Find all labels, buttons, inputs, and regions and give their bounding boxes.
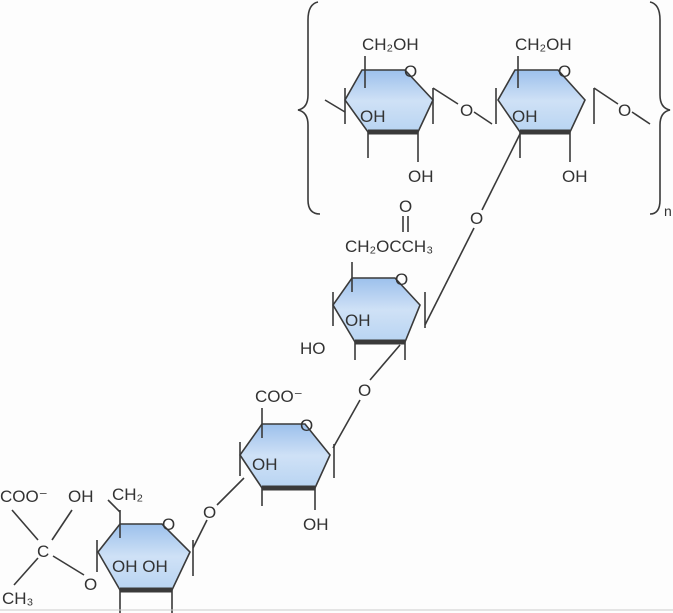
side-chain-oxygen-1: O [470,209,483,228]
ring5-ch2: CH₂ [112,485,143,504]
pyruvate-oh: OH [68,487,94,506]
ring2-oh-c3: OH [562,167,588,186]
ring3-ho: HO [300,339,326,358]
ring1-oh-c3: OH [408,167,434,186]
glucose-ring-1 [324,56,459,162]
mannose-ring-pyruvate [96,510,194,613]
acetyl-group: CH₂OCCH₃ [345,237,433,256]
glycosidic-oxygen-1: O [460,101,473,120]
ring4-carboxylate: COO⁻ [255,387,303,406]
ring4-oh-c2: OH [252,455,278,474]
ring2-ring-oxygen: O [558,62,571,81]
pyruvate-methyl: CH₃ [2,589,33,608]
glucose-ring-2 [495,56,651,162]
left-brace [297,1,321,215]
glycosidic-oxygen-2: O [618,101,631,120]
ring4-oh-c3: OH [303,515,329,534]
ring2-oh-c2: OH [512,107,538,126]
side-chain-oxygen-3: O [203,503,216,522]
ring5-oh-pair: OH OH [112,557,168,576]
ring3-oh: OH [345,311,371,330]
ring1-ring-oxygen: O [404,62,417,81]
ketal-carbon: C [37,542,49,561]
ring5-ring-oxygen: O [162,515,175,534]
ring4-ring-oxygen: O [300,416,313,435]
repeat-n: n [664,203,672,219]
ring1-oh-c2: OH [360,107,386,126]
right-brace [649,1,671,215]
ring2-ch2oh: CH₂OH [515,35,572,54]
mannose-ring-acetyl [332,262,426,360]
ring3-ring-oxygen: O [395,270,408,289]
side-chain-oxygen-2: O [358,381,371,400]
pyruvate-carboxylate: COO⁻ [0,487,48,506]
ketal-oxygen: O [84,575,97,594]
acetyl-carbonyl-oxygen: O [399,197,412,216]
ring1-ch2oh: CH₂OH [362,35,419,54]
glucuronic-acid-ring [239,408,335,510]
